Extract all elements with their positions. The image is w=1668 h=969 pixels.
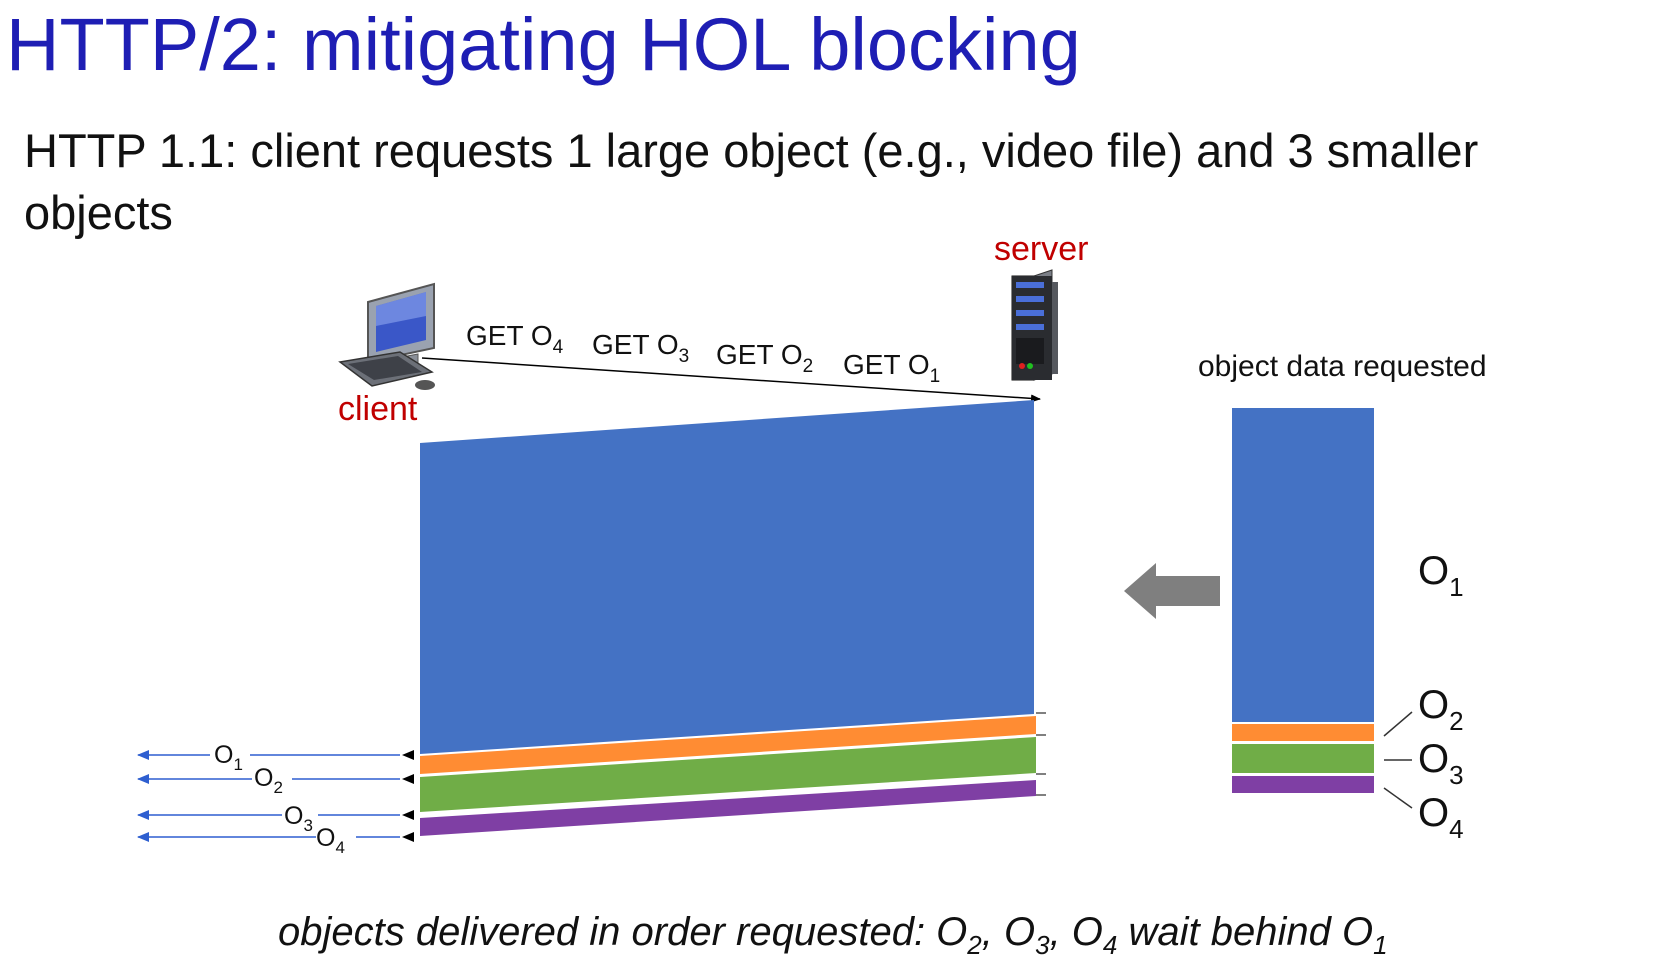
response-band-o3 — [420, 737, 1036, 812]
delivery-label-o4: O4 — [316, 824, 345, 857]
response-band-o2 — [420, 716, 1036, 774]
delivery-labels: O1 O2 O3 O4 — [210, 740, 356, 857]
stack-block-o4 — [1232, 776, 1374, 793]
stack-label-o1: O1 — [1418, 549, 1464, 602]
delivery-label-o1: O1 — [214, 741, 243, 774]
get-request-o3: GET O3 — [592, 329, 689, 367]
arrival-arrowheads — [402, 750, 414, 842]
get-request-o1: GET O1 — [843, 349, 940, 387]
server-label: server — [994, 230, 1088, 268]
server-icon — [1011, 269, 1058, 381]
stack-label-o4: O4 — [1418, 791, 1464, 844]
stack-block-o2 — [1232, 724, 1374, 741]
response-band-o4 — [420, 780, 1036, 836]
stack-label-o2: O2 — [1418, 683, 1464, 736]
get-request-labels: GET O4 GET O3 GET O2 GET O1 — [466, 320, 940, 387]
object-data-requested-label: object data requested — [1198, 350, 1487, 383]
get-request-o4: GET O4 — [466, 320, 564, 358]
slide-title: HTTP/2: mitigating HOL blocking — [6, 3, 1081, 86]
band-tick-marks — [1036, 712, 1046, 796]
stack-block-o3 — [1232, 744, 1374, 773]
client-computer-icon — [338, 282, 435, 390]
stack-labels: O1 O2 O3 O4 — [1383, 549, 1464, 844]
left-arrow-icon — [1124, 563, 1220, 619]
stack-label-o3: O3 — [1418, 737, 1464, 790]
stack-block-o1 — [1232, 408, 1374, 722]
subtitle: HTTP 1.1: client requests 1 large object… — [24, 124, 1479, 239]
client-label: client — [338, 390, 418, 428]
delivery-label-o3: O3 — [284, 802, 313, 835]
caption: objects delivered in order requested: O2… — [278, 910, 1388, 960]
get-request-o2: GET O2 — [716, 339, 813, 377]
response-band-o1 — [420, 400, 1034, 754]
request-line — [421, 357, 1041, 403]
delivery-label-o2: O2 — [254, 764, 283, 797]
